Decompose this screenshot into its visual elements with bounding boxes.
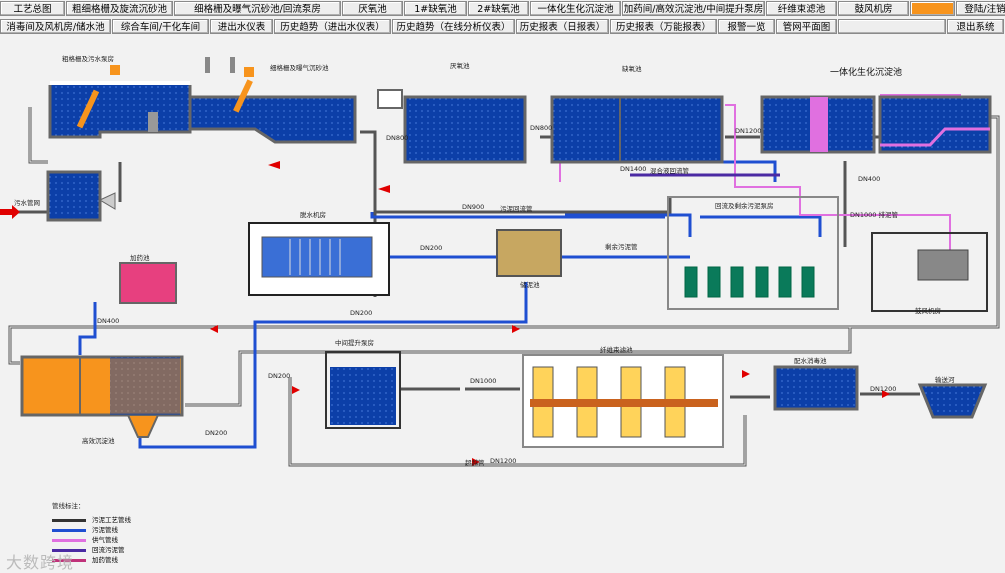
label-dosing: 加药池 <box>130 254 150 262</box>
nav1-tab-5[interactable]: 2#缺氧池 <box>468 1 529 16</box>
pipe-label: DN1000 排泥管 <box>850 211 898 219</box>
pipe-label: DN200 <box>420 244 443 252</box>
pipe-label: 剩余污泥管 <box>605 243 638 251</box>
legend-swatch <box>52 518 86 522</box>
nav1-tab-0[interactable]: 工艺总图 <box>0 1 65 16</box>
dosing-tank <box>119 262 177 304</box>
hd-settler <box>20 355 184 438</box>
nav1-tab-6[interactable]: 一体化生化沉淀池 <box>530 1 621 16</box>
label-grit: 粗格栅及污水泵房 <box>62 55 114 63</box>
label-anoxic: 缺氧池 <box>622 65 642 73</box>
legend-label: 污泥管线 <box>92 526 118 534</box>
pipe-label: DN400 <box>97 317 120 325</box>
pumps <box>684 266 815 298</box>
integrated-tank <box>760 95 992 154</box>
pipe-label: DN200 <box>350 309 373 317</box>
nav2-tab-8[interactable]: 管网平面图 <box>776 19 837 34</box>
legend-item: 供气管线 <box>52 534 118 544</box>
pipe-label: DN1200 <box>490 457 517 465</box>
pipe-label: DN1200 <box>735 127 762 135</box>
nav2-tab-4[interactable]: 历史趋势（在线分析仪表） <box>392 19 515 34</box>
nav-row-2: 消毒间及风机房/储水池综合车间/干化车间进出水仪表历史趋势（进出水仪表）历史趋势… <box>0 18 1005 36</box>
outfall <box>917 383 988 419</box>
legend-label: 污泥工艺管线 <box>92 516 131 524</box>
pipe-label: DN900 <box>462 203 485 211</box>
legend-label: 加药管线 <box>92 556 118 564</box>
label-dewater: 脱水机房 <box>300 211 326 219</box>
nav1-tab-4[interactable]: 1#缺氧池 <box>404 1 467 16</box>
legend-item: 污泥管线 <box>52 524 118 534</box>
label-anaerobic: 厌氧池 <box>450 62 470 70</box>
label-clear: 配水消毒池 <box>794 357 827 365</box>
nav1-tab-1[interactable]: 粗细格栅及旋流沉砂池 <box>66 1 173 16</box>
inlet-tank <box>46 170 102 222</box>
blower-room <box>871 232 988 312</box>
label-hd-settler: 高效沉淀池 <box>82 437 115 445</box>
label-outfall: 输送河 <box>935 376 955 384</box>
anaerobic-tank <box>403 95 527 164</box>
legend-item: 污泥工艺管线 <box>52 514 131 524</box>
label-inlet: 污水管网 <box>14 199 40 207</box>
pipe-label: DN800 <box>530 124 553 132</box>
label-return-pump: 回流及剩余污泥泵房 <box>715 202 774 210</box>
pipe-label: DN1400 <box>620 165 647 173</box>
pipe-label: 超越管 <box>465 459 485 467</box>
nav2-tab-6[interactable]: 历史报表（万能报表） <box>610 19 717 34</box>
legend-label: 供气管线 <box>92 536 118 544</box>
nav1-tab-10[interactable] <box>910 1 955 16</box>
grit-tank <box>48 65 192 139</box>
watermark-logo: 大数跨境 <box>6 553 75 572</box>
nav2-tab-1[interactable]: 综合车间/干化车间 <box>112 19 209 34</box>
nav1-tab-3[interactable]: 厌氧池 <box>342 1 403 16</box>
label-integrated: 一体化生化沉淀池 <box>830 68 903 78</box>
legend-swatch <box>52 538 86 542</box>
nav1-tab-7[interactable]: 加药间/高效沉淀池/中间提升泵房 <box>622 1 765 16</box>
label-blower: 鼓风机房 <box>915 307 941 315</box>
nav1-tab-8[interactable]: 纤维束滤池 <box>766 1 837 16</box>
legend-title: 管线标注： <box>52 502 85 510</box>
pipe-label: DN800 <box>386 134 409 142</box>
return-pump-room <box>667 196 839 310</box>
nav2-tab-9[interactable] <box>838 19 946 34</box>
label-fiber: 纤维束滤池 <box>600 346 633 354</box>
label-sludge-tank: 储泥池 <box>520 281 540 289</box>
clear-water-tank <box>773 365 859 411</box>
process-svg <box>0 57 1000 467</box>
pipe-label: DN400 <box>858 175 881 183</box>
blower <box>917 249 969 281</box>
flow-arrows <box>210 161 890 466</box>
aerated-tank <box>188 57 357 144</box>
nav1-tab-11[interactable]: 登陆/注销 <box>956 1 1005 16</box>
anoxic-tank <box>550 95 724 164</box>
nav2-tab-5[interactable]: 历史报表（日报表） <box>516 19 609 34</box>
label-mid-pump: 中间提升泵房 <box>335 339 374 347</box>
mid-pump-room <box>325 351 401 429</box>
nav2-tab-10[interactable]: 退出系统 <box>947 19 1004 34</box>
pipe-label: DN1000 <box>470 377 497 385</box>
nav2-tab-3[interactable]: 历史趋势（进出水仪表） <box>274 19 391 34</box>
pipe-label: 污泥回流管 <box>500 205 533 213</box>
legend-swatch <box>52 528 86 532</box>
nav2-tab-0[interactable]: 消毒间及风机房/储水池 <box>0 19 111 34</box>
pipe-label: DN200 <box>268 372 291 380</box>
sludge-storage <box>496 229 562 277</box>
legend-label: 回流污泥管 <box>92 546 125 554</box>
nav2-tab-7[interactable]: 报警一览 <box>718 19 775 34</box>
pipe-label: DN200 <box>205 429 228 437</box>
process-diagram: 粗格栅及污水泵房 细格栅及曝气沉砂池 厌氧池 缺氧池 一体化生化沉淀池 脱水机房… <box>0 37 1005 572</box>
label-aerated: 细格栅及曝气沉砂池 <box>270 64 329 72</box>
nav1-tab-9[interactable]: 鼓风机房 <box>838 1 909 16</box>
pipe-label: 混合液回流管 <box>650 167 689 175</box>
nav1-tab-2[interactable]: 细格栅及曝气沉砂池/回流泵房 <box>174 1 341 16</box>
pipe-label: DN1200 <box>870 385 897 393</box>
nav2-tab-2[interactable]: 进出水仪表 <box>210 19 273 34</box>
